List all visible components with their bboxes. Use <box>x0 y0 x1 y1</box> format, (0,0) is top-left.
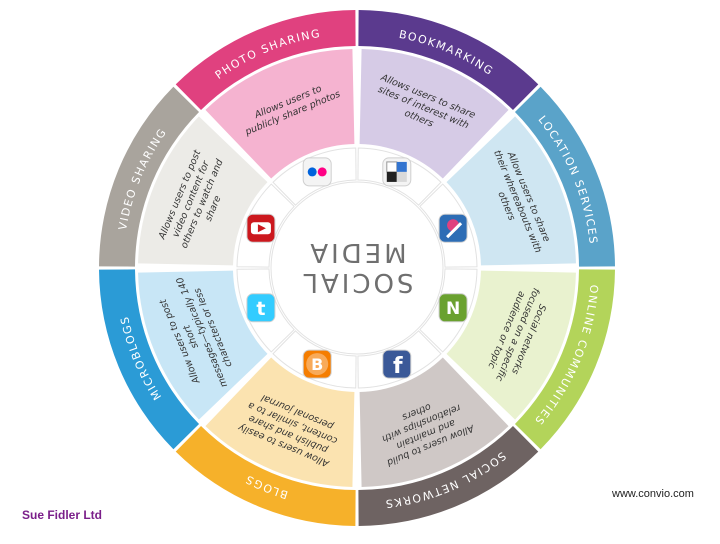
facebook-icon: f <box>382 349 412 379</box>
footer-credit: Sue Fidler Ltd <box>22 508 103 522</box>
segment-inner-panel <box>138 116 268 266</box>
segment-inner-panel <box>446 116 576 266</box>
center-label-social: SOCIAL <box>300 267 413 297</box>
segment-inner-panel <box>359 357 509 487</box>
svg-text:N: N <box>446 299 460 319</box>
segment-inner-panel <box>138 270 268 420</box>
flickr-icon <box>302 157 332 187</box>
segment-inner-panel <box>446 270 576 420</box>
blogger-icon: B <box>302 349 332 379</box>
svg-text:f: f <box>393 354 403 379</box>
ning-icon: N <box>438 293 468 323</box>
svg-text:t: t <box>256 298 265 320</box>
foursquare-icon <box>438 213 468 243</box>
segment-inner-panel <box>205 357 355 487</box>
twitter-icon: t <box>246 293 276 323</box>
segment-outer-band <box>514 86 615 267</box>
segment-outer-band <box>99 86 200 267</box>
segment-outer-band <box>175 10 356 111</box>
footer-url: www.convio.com <box>612 488 694 500</box>
segment-inner-panel <box>359 49 509 179</box>
center-label-media: MEDIA <box>307 237 406 267</box>
segment-outer-band <box>358 10 539 111</box>
center-disk <box>270 181 444 355</box>
segment-inner-panel <box>205 49 355 179</box>
segment-outer-band <box>514 269 615 450</box>
youtube-icon <box>246 213 276 243</box>
svg-text:B: B <box>311 355 323 374</box>
segment-outer-band <box>175 425 356 526</box>
delicious-icon <box>382 157 412 187</box>
segment-outer-band <box>99 269 200 450</box>
segment-outer-band <box>358 425 539 526</box>
